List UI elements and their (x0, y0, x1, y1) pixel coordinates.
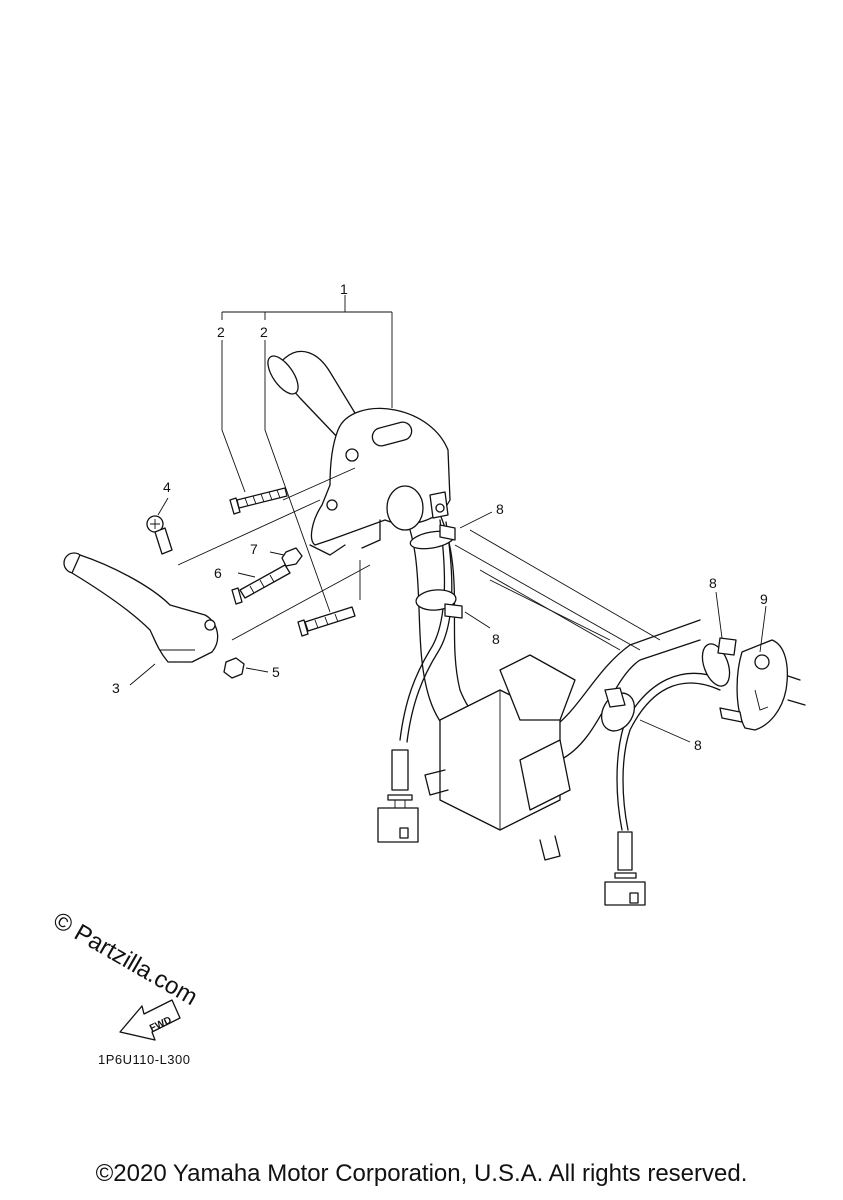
callout-5: 5 (272, 664, 280, 680)
fwd-arrow-icon: FWD (119, 999, 181, 1041)
cable-tie-right (701, 637, 737, 687)
brake-lever (63, 552, 219, 663)
pivot-bolt-4 (146, 515, 173, 555)
wire-harness-left (377, 519, 453, 843)
screw-2-upper (229, 487, 288, 515)
screw-2-lower (297, 606, 356, 637)
callout-4: 4 (163, 479, 171, 495)
lever-holder (309, 407, 451, 556)
cable-tie-middle (415, 589, 463, 619)
handlebar-clamp (424, 654, 576, 861)
nut-7 (281, 547, 303, 567)
callout-3: 3 (112, 680, 120, 696)
handlebar-grip (267, 350, 359, 441)
callout-8-lower: 8 (694, 737, 702, 753)
callout-2-right: 2 (260, 324, 268, 340)
nut-5 (223, 657, 245, 679)
wire-harness-right (604, 672, 725, 906)
copyright-notice: ©2020 Yamaha Motor Corporation, U.S.A. A… (95, 1160, 748, 1187)
callout-2-left: 2 (217, 324, 225, 340)
callout-9: 9 (760, 591, 768, 607)
callout-6: 6 (214, 565, 222, 581)
switch-connector (429, 491, 449, 519)
callout-8-right: 8 (709, 575, 717, 591)
adjuster-bolt-6 (231, 564, 291, 605)
callout-8-middle: 8 (492, 631, 500, 647)
leader-lines (129, 295, 767, 743)
cable-tie-lower (600, 687, 636, 732)
diagram-code: 1P6U110-L300 (98, 1052, 191, 1067)
cable-tie-upper (409, 524, 456, 550)
callout-8-upper: 8 (496, 501, 504, 517)
callout-7: 7 (250, 541, 258, 557)
callout-1: 1 (340, 281, 348, 297)
engine-stop-switch (719, 639, 806, 731)
